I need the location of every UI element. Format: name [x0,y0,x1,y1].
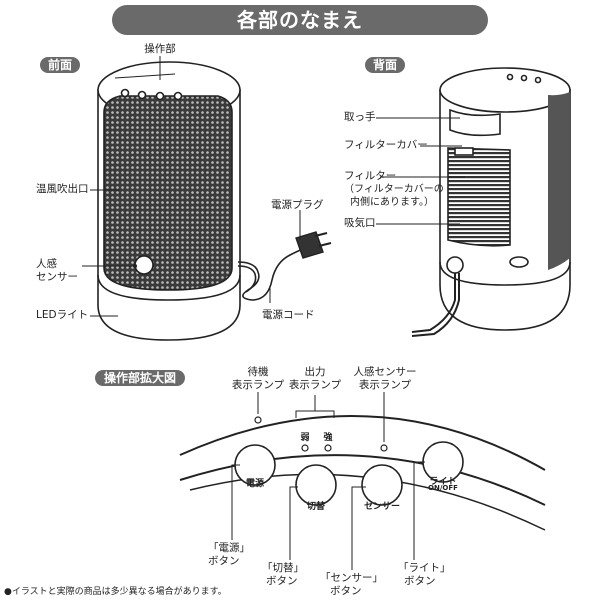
label-standby-1: 待機 [247,366,269,378]
label-filter: フィルター [344,170,397,182]
label-filter-note-1: （フィルターカバーの [344,184,444,195]
label-vent: 温風吹出口 [36,183,89,195]
power-button-label: 電源 [245,479,264,489]
section-tag-panel: 操作部拡大図 [95,370,185,386]
label-sensor-lamp-2: 表示ランプ [358,379,412,391]
page-title: 各部のなまえ [112,5,488,35]
label-plug: 電源プラグ [271,199,324,211]
label-output-1: 出力 [304,366,326,378]
section-tag-front: 前面 [40,57,80,73]
label-filter-note-2: 内側にあります。） [350,197,434,208]
label-output-2: 表示ランプ [288,379,342,391]
back-heater [411,67,571,337]
label-control: 操作部 [144,43,176,55]
label-intake: 吸気口 [344,217,376,229]
callout-switch-1: 「切替」 [262,562,304,574]
callout-light-1: 「ライト」 [398,562,451,574]
callout-power-2: ボタン [208,555,240,567]
callout-power-1: 「電源」 [208,542,250,554]
callout-light-2: ボタン [404,575,436,587]
label-filter-cover: フィルターカバー [344,139,428,151]
light-button-sublabel: ON/OFF [428,484,458,492]
switch-button-label: 切替 [306,502,325,512]
label-sensor-2: センサー [36,271,78,283]
callout-switch-2: ボタン [266,575,298,587]
light-button-label: ライト [429,477,457,487]
footnote: ●イラストと実際の商品は多少異なる場合があります。 [4,587,227,597]
label-sensor-lamp-1: 人感センサー [353,366,417,378]
label-handle: 取っ手 [344,111,376,123]
label-standby-2: 表示ランプ [231,379,285,391]
power-cord [237,247,306,301]
sensor-button-label: センサー [363,502,400,512]
section-tag-back: 背面 [365,57,405,73]
control-panel-diagram [179,392,546,570]
front-heater [97,61,241,341]
label-sensor-1: 人感 [36,258,57,270]
label-strong: 強 [323,433,333,443]
label-cord: 電源コード [262,309,315,321]
label-weak: 弱 [300,433,310,443]
callout-sensor-1: 「センサー」 [320,572,383,584]
power-plug [295,231,332,259]
callout-sensor-2: ボタン [330,585,362,597]
label-led: LEDライト [36,309,89,321]
